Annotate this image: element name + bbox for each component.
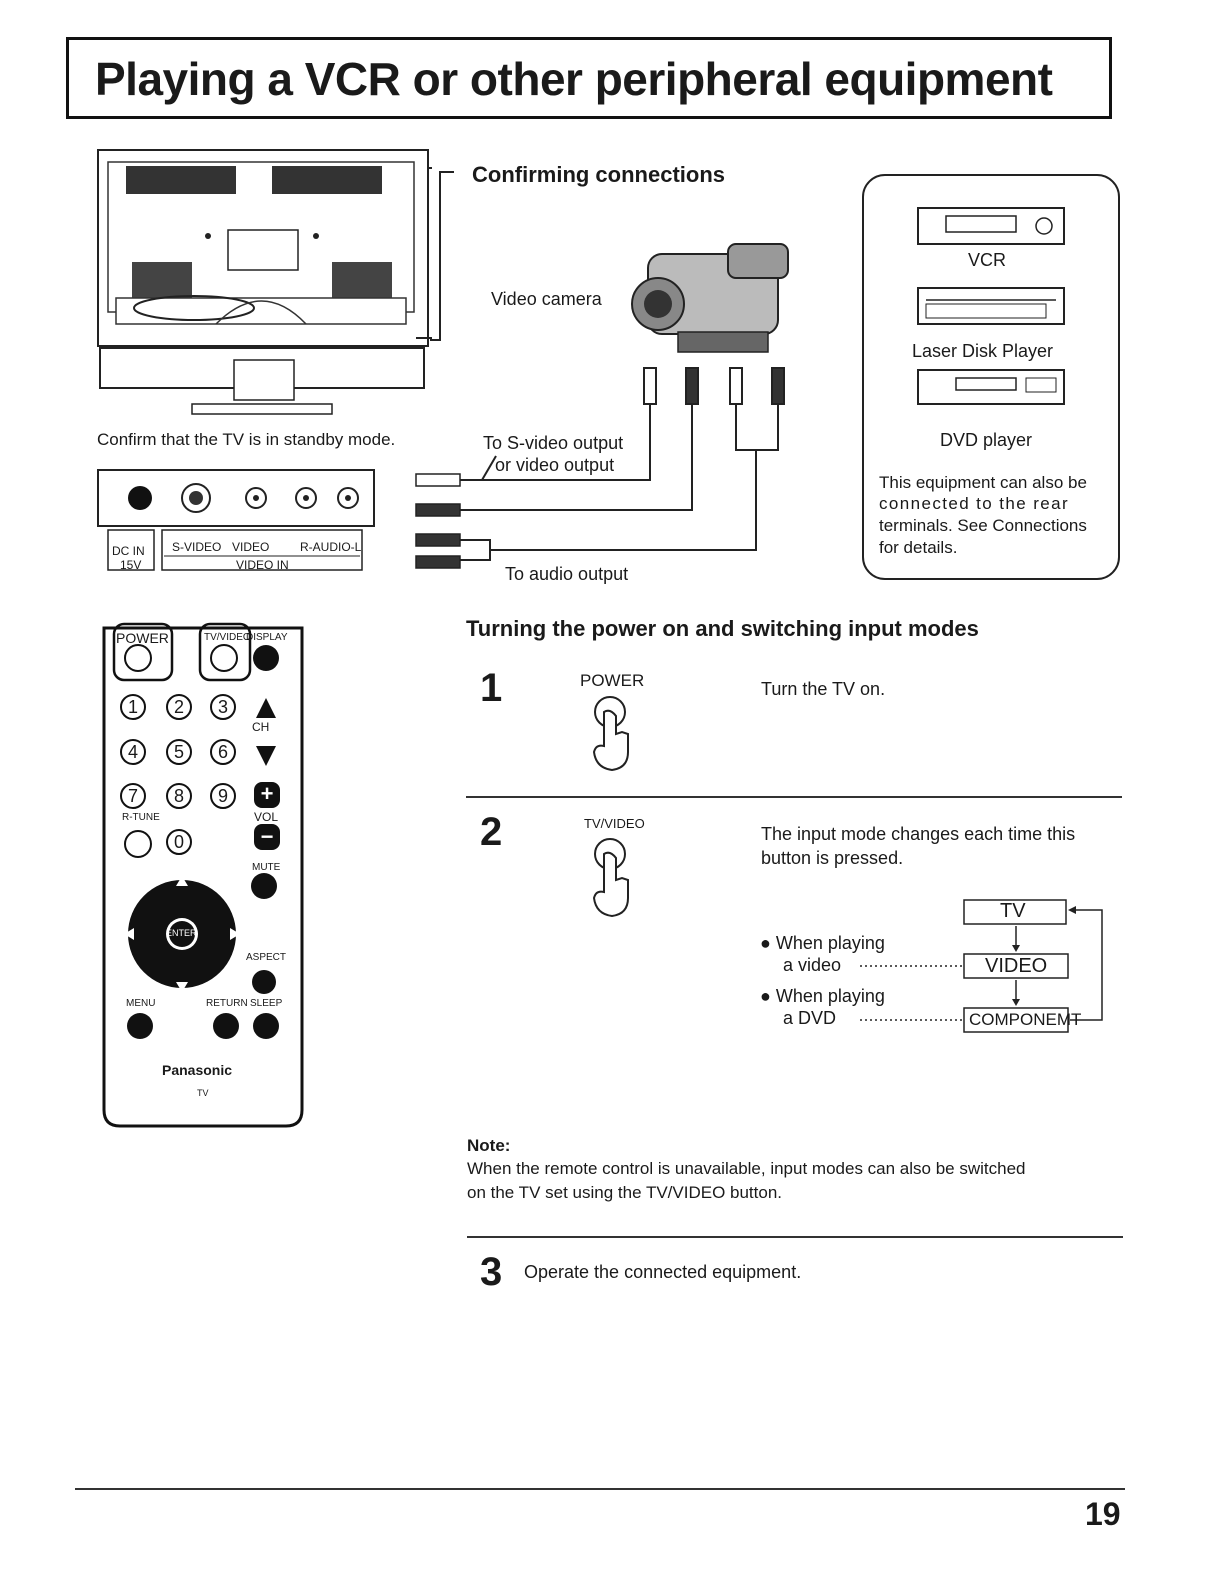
svg-text:+: + bbox=[261, 781, 274, 806]
remote-vol-label: VOL bbox=[254, 810, 279, 824]
video-label: VIDEO bbox=[232, 540, 270, 554]
page-number: 19 bbox=[1085, 1496, 1121, 1532]
video-camera-illustration bbox=[631, 243, 789, 353]
when-playing-video-line-1: ● When playing bbox=[760, 933, 885, 953]
remote-brand: Panasonic bbox=[162, 1062, 233, 1078]
remote-digit-8[interactable]: 8 bbox=[166, 783, 192, 809]
remote-model: TV bbox=[197, 1088, 209, 1098]
page-title: Playing a VCR or other peripheral equipm… bbox=[95, 53, 1053, 105]
remote-digit-0[interactable]: 0 bbox=[166, 829, 192, 855]
mode-tv: TV bbox=[1000, 900, 1026, 922]
step-1-button-label: POWER bbox=[580, 671, 645, 690]
equipment-note-line-1: This equipment can also be bbox=[879, 473, 1087, 492]
terminal-panel bbox=[97, 469, 375, 571]
note-heading: Note: bbox=[467, 1136, 511, 1155]
step-3-number: 3 bbox=[480, 1250, 503, 1294]
standby-caption: Confirm that the TV is in standby mode. bbox=[97, 430, 396, 449]
remote-tv-video-label: TV/VIDEO bbox=[204, 632, 251, 643]
step-1-text: Turn the TV on. bbox=[761, 679, 886, 699]
step-3-text: Operate the connected equipment. bbox=[524, 1262, 802, 1282]
remote-mute-label: MUTE bbox=[252, 862, 281, 873]
confirming-connections-heading: Confirming connections bbox=[472, 162, 725, 187]
audio-output-label: To audio output bbox=[505, 564, 629, 584]
remote-power-label: POWER bbox=[116, 630, 169, 646]
remote-control-body: + − bbox=[102, 622, 304, 1128]
remote-menu-label: MENU bbox=[126, 998, 156, 1009]
mode-cycle-diagram bbox=[860, 899, 1103, 1033]
remote-return-label: RETURN bbox=[206, 998, 248, 1009]
vcr-label: VCR bbox=[968, 250, 1007, 270]
equipment-note-line-2: connected to the rear bbox=[879, 494, 1070, 513]
connection-cables bbox=[415, 367, 785, 569]
s-video-output-label: To S-video output bbox=[483, 433, 624, 453]
remote-digit-5[interactable]: 5 bbox=[166, 739, 192, 765]
tv-rear-illustration bbox=[97, 149, 432, 415]
when-playing-dvd-line-2: a DVD bbox=[783, 1008, 837, 1028]
audio-label: R-AUDIO-L bbox=[300, 540, 362, 554]
video-in-label: VIDEO IN bbox=[236, 558, 289, 572]
remote-enter-label: ENTER bbox=[166, 928, 197, 938]
remote-sleep-label: SLEEP bbox=[250, 998, 283, 1009]
step-2-button-label: TV/VIDEO bbox=[584, 816, 645, 831]
power-button-hand-icon bbox=[592, 696, 629, 772]
remote-r-tune-label: R-TUNE bbox=[122, 812, 160, 823]
mode-component: COMPONEMT bbox=[969, 1010, 1082, 1029]
laser-disk-icon bbox=[917, 287, 1065, 325]
vcr-icon bbox=[917, 207, 1065, 245]
laser-disk-label: Laser Disk Player bbox=[912, 341, 1054, 361]
remote-digit-6[interactable]: 6 bbox=[210, 739, 236, 765]
when-playing-dvd-line-1: ● When playing bbox=[760, 986, 885, 1006]
remote-digit-3[interactable]: 3 bbox=[210, 694, 236, 720]
bracket-line bbox=[430, 171, 454, 341]
power-section-heading: Turning the power on and switching input… bbox=[466, 616, 979, 641]
dc-voltage-label: 15V bbox=[120, 558, 142, 572]
remote-digit-1[interactable]: 1 bbox=[120, 694, 146, 720]
equipment-note-line-4: for details. bbox=[879, 538, 958, 557]
tv-video-button-hand-icon bbox=[592, 838, 629, 918]
s-video-label: S-VIDEO bbox=[172, 540, 222, 554]
remote-aspect-label: ASPECT bbox=[246, 952, 287, 963]
dc-in-label: DC IN bbox=[112, 544, 145, 558]
video-output-label: or video output bbox=[495, 455, 615, 475]
footer-rule bbox=[75, 1488, 1125, 1490]
dvd-player-icon bbox=[917, 369, 1065, 405]
note-divider bbox=[467, 1236, 1123, 1238]
equipment-note-line-3: terminals. See Connections bbox=[879, 516, 1087, 535]
step-2-text-line-2: button is pressed. bbox=[761, 848, 904, 868]
mode-video: VIDEO bbox=[985, 955, 1048, 977]
dvd-player-label: DVD player bbox=[940, 430, 1033, 450]
remote-ch-label: CH bbox=[252, 720, 270, 734]
svg-text:−: − bbox=[261, 824, 274, 849]
step-2-number: 2 bbox=[480, 810, 503, 854]
remote-display-label: DISPLAY bbox=[246, 632, 288, 643]
step-1-number: 1 bbox=[480, 666, 503, 710]
remote-digit-9[interactable]: 9 bbox=[210, 783, 236, 809]
note-line-1: When the remote control is unavailable, … bbox=[467, 1159, 1026, 1178]
remote-digit-4[interactable]: 4 bbox=[120, 739, 146, 765]
step-2-text-line-1: The input mode changes each time this bbox=[761, 824, 1076, 844]
title-box bbox=[66, 37, 1112, 119]
remote-digit-2[interactable]: 2 bbox=[166, 694, 192, 720]
note-line-2: on the TV set using the TV/VIDEO button. bbox=[467, 1183, 782, 1202]
remote-digit-7[interactable]: 7 bbox=[120, 783, 146, 809]
step-divider bbox=[466, 796, 1122, 798]
video-camera-label: Video camera bbox=[491, 289, 602, 309]
when-playing-video-line-2: a video bbox=[783, 955, 842, 975]
